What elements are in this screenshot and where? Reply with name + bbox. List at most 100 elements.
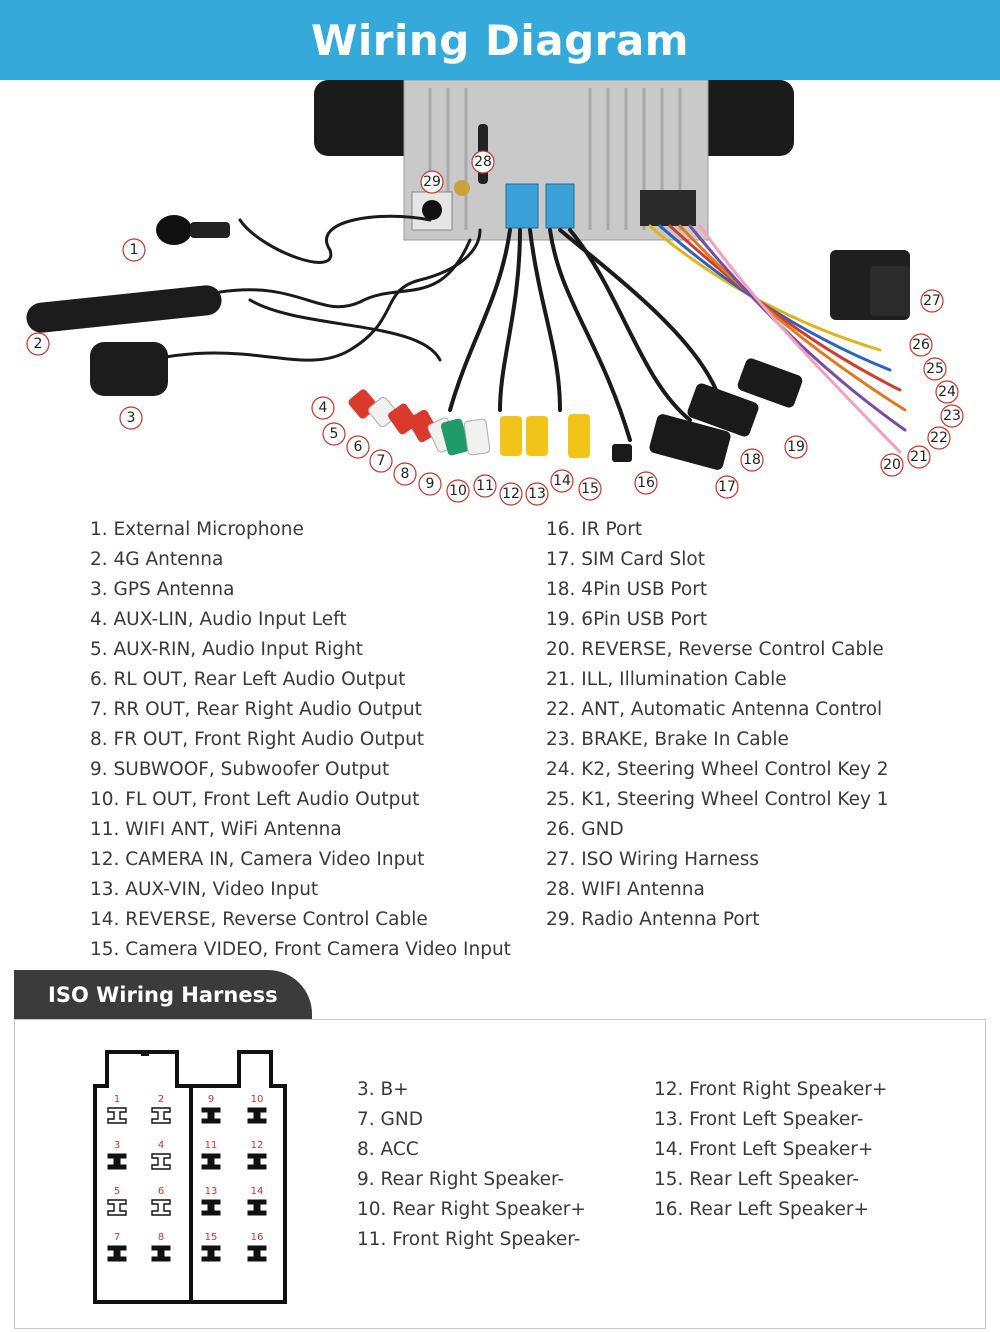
iso-pin-number: 14 <box>251 1186 264 1197</box>
iso-pin-number: 11 <box>205 1140 218 1151</box>
iso-pin-15-icon <box>201 1245 221 1262</box>
iso-pin-number: 1 <box>114 1094 120 1105</box>
legend-right: 16. IR Port 17. SIM Card Slot 18. 4Pin U… <box>546 515 1000 935</box>
iso-section-title: ISO Wiring Harness <box>48 983 278 1007</box>
callout-number: 19 <box>787 439 805 455</box>
callout-number: 29 <box>423 174 441 190</box>
legend-item: 18. 4Pin USB Port <box>546 579 708 600</box>
callout-marker <box>920 289 944 313</box>
legend-item: 25. K1, Steering Wheel Control Key 1 <box>546 789 889 810</box>
legend-item: 15. Camera VIDEO, Front Camera Video Inp… <box>90 939 511 960</box>
iso-pin-number: 4 <box>158 1140 164 1151</box>
pin-item: 9. Rear Right Speaker- <box>357 1169 565 1190</box>
callout-number: 24 <box>938 384 956 400</box>
callout-marker <box>346 435 370 459</box>
callout-marker <box>122 238 146 262</box>
legend-left: 1. External Microphone 2. 4G Antenna 3. … <box>90 515 550 965</box>
iso-pin-number: 13 <box>205 1186 218 1197</box>
callout-marker <box>784 435 808 459</box>
iso-pin-11-icon <box>201 1153 221 1170</box>
callout-marker <box>473 474 497 498</box>
iso-connector <box>830 250 910 320</box>
iso-pin-8-icon <box>151 1245 171 1262</box>
callout-marker <box>927 426 951 450</box>
pin-item: 13. Front Left Speaker- <box>654 1109 864 1130</box>
legend-item: 26. GND <box>546 819 624 840</box>
legend-item: 24. K2, Steering Wheel Control Key 2 <box>546 759 889 780</box>
callout-marker <box>446 479 470 503</box>
header-banner: Wiring Diagram <box>0 0 1000 80</box>
callout-number: 7 <box>377 453 386 469</box>
iso-pin-number: 2 <box>158 1094 164 1105</box>
legend-item: 20. REVERSE, Reverse Control Cable <box>546 639 884 660</box>
iso-pin-9-icon <box>201 1107 221 1124</box>
iso-pin-5-icon <box>107 1199 127 1216</box>
legend-item: 6. RL OUT, Rear Left Audio Output <box>90 669 406 690</box>
callout-marker <box>471 150 495 174</box>
callout-number: 1 <box>130 242 139 258</box>
iso-pin-number: 3 <box>114 1140 120 1151</box>
callout-marker <box>909 333 933 357</box>
callout-number: 12 <box>502 486 520 502</box>
legend-item: 12. CAMERA IN, Camera Video Input <box>90 849 425 870</box>
callout-number: 15 <box>581 481 599 497</box>
pin-item: 10. Rear Right Speaker+ <box>357 1199 586 1220</box>
callout-marker <box>880 453 904 477</box>
callout-number: 21 <box>910 449 928 465</box>
pin-item: 14. Front Left Speaker+ <box>654 1139 874 1160</box>
iso-pin-2-icon <box>151 1107 171 1124</box>
callout-marker <box>322 422 346 446</box>
legend-item: 22. ANT, Automatic Antenna Control <box>546 699 883 720</box>
callout-marker <box>715 475 739 499</box>
callout-number: 28 <box>474 154 492 170</box>
callout-marker <box>418 472 442 496</box>
iso-pin-13-icon <box>201 1199 221 1216</box>
callout-number: 3 <box>127 410 136 426</box>
callout-marker <box>578 477 602 501</box>
callout-number: 14 <box>553 473 571 489</box>
callout-number: 5 <box>330 426 339 442</box>
callout-number: 20 <box>883 457 901 473</box>
usb-connectors <box>649 358 803 470</box>
pin-item: 15. Rear Left Speaker- <box>654 1169 859 1190</box>
legend-item: 23. BRAKE, Brake In Cable <box>546 729 789 750</box>
iso-pin-number: 12 <box>251 1140 264 1151</box>
callout-number: 26 <box>912 337 930 353</box>
microphone <box>156 215 230 245</box>
pin-item: 11. Front Right Speaker- <box>357 1229 581 1250</box>
callout-number: 16 <box>637 475 655 491</box>
callout-number: 22 <box>930 430 948 446</box>
iso-pin-7-icon <box>107 1245 127 1262</box>
iso-pin-4-icon <box>151 1153 171 1170</box>
callout-number: 18 <box>743 452 761 468</box>
iso-section-tab: ISO Wiring Harness <box>14 970 312 1020</box>
callout-number: 23 <box>943 408 961 424</box>
callout-marker <box>26 332 50 356</box>
legend-item: 19. 6Pin USB Port <box>546 609 708 630</box>
legend-item: 11. WIFI ANT, WiFi Antenna <box>90 819 342 840</box>
legend-item: 17. SIM Card Slot <box>546 549 705 570</box>
callout-marker <box>940 404 964 428</box>
callout-marker <box>740 448 764 472</box>
iso-pin-10-icon <box>247 1107 267 1124</box>
iso-pin-number: 10 <box>251 1094 264 1105</box>
iso-pin-16-icon <box>247 1245 267 1262</box>
callout-number: 11 <box>476 478 494 494</box>
legend-item: 14. REVERSE, Reverse Control Cable <box>90 909 428 930</box>
legend-item: 7. RR OUT, Rear Right Audio Output <box>90 699 422 720</box>
legend-item: 5. AUX-RIN, Audio Input Right <box>90 639 364 660</box>
pin-item: 12. Front Right Speaker+ <box>654 1079 888 1100</box>
callout-number: 2 <box>34 336 43 352</box>
iso-pin-14-icon <box>247 1199 267 1216</box>
legend-item: 1. External Microphone <box>90 519 304 540</box>
callout-marker <box>935 380 959 404</box>
iso-pin-number: 6 <box>158 1186 164 1197</box>
pin-item: 7. GND <box>357 1109 423 1130</box>
cable-bundle <box>118 214 907 454</box>
callout-marker <box>525 482 549 506</box>
iso-pin-1-icon <box>107 1107 127 1124</box>
callout-number: 17 <box>718 479 736 495</box>
iso-pin-12-icon <box>247 1153 267 1170</box>
